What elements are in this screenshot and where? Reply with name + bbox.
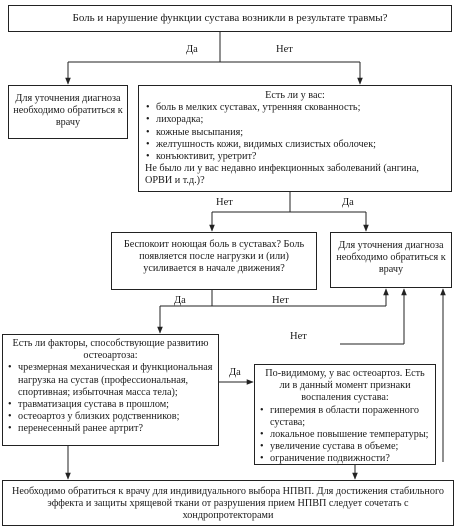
label-no-pain: Нет xyxy=(272,295,289,306)
osteoarthrosis-box: По-видимому, у вас остеоартоз. Есть ли в… xyxy=(254,364,436,466)
symptom-item: конъюктивит, уретрит? xyxy=(145,151,445,163)
trauma-question-box: Боль и нарушение функции сустава возникл… xyxy=(8,5,452,32)
risk-factor-item: травматизация сустава в прошлом; xyxy=(7,399,214,411)
label-yes-symptoms: Да xyxy=(342,197,354,208)
inflammation-sign-item: ограничение подвижности? xyxy=(259,453,431,465)
label-yes-risk: Да xyxy=(229,367,241,378)
risk-factor-item: остеоартоз у близких родственников; xyxy=(7,411,214,423)
risk-factors-title: Есть ли факторы, способствующие развитию… xyxy=(12,338,209,362)
pain-question-text: Беспокоит ноющая боль в суставах? Боль п… xyxy=(123,239,305,275)
inflammation-signs-list: гиперемия в области пораженного сустава;… xyxy=(259,405,431,466)
symptoms-footer: Не было ли у вас недавно инфекционных за… xyxy=(145,163,419,187)
label-no-trauma: Нет xyxy=(276,44,293,55)
osteoarthrosis-title: По-видимому, у вас остеоартоз. Есть ли в… xyxy=(265,368,425,404)
risk-factor-item: чрезмерная механическая и функциональная… xyxy=(7,362,214,399)
doctor-left-box: Для уточнения диагноза необходимо обрати… xyxy=(8,85,128,139)
inflammation-sign-item: локальное повышение температуры; xyxy=(259,429,431,441)
symptom-item: лихорадка; xyxy=(145,114,445,126)
risk-factors-list: чрезмерная механическая и функциональная… xyxy=(7,362,214,435)
risk-factors-box: Есть ли факторы, способствующие развитию… xyxy=(2,334,219,446)
label-yes-trauma: Да xyxy=(186,44,198,55)
risk-factor-item: перенесенный ранее артрит? xyxy=(7,423,214,435)
final-recommendation-box: Необходимо обратиться к врачу для индиви… xyxy=(2,480,454,526)
symptoms-box: Есть ли у вас: боль в мелких суставах, у… xyxy=(138,85,452,192)
trauma-question-text: Боль и нарушение функции сустава возникл… xyxy=(72,12,388,24)
symptoms-title: Есть ли у вас: xyxy=(265,90,325,101)
doctor-right-box: Для уточнения диагноза необходимо обрати… xyxy=(330,232,452,288)
doctor-right-text: Для уточнения диагноза необходимо обрати… xyxy=(336,240,446,276)
symptom-item: кожные высыпания; xyxy=(145,127,445,139)
symptom-item: желтушность кожи, видимых слизистых обол… xyxy=(145,139,445,151)
label-no-risk: Нет xyxy=(290,331,307,342)
inflammation-sign-item: гиперемия в области пораженного сустава; xyxy=(259,405,431,429)
label-no-symptoms: Нет xyxy=(216,197,233,208)
symptom-item: боль в мелких суставах, утренняя скованн… xyxy=(145,102,445,114)
final-recommendation-text: Необходимо обратиться к врачу для индиви… xyxy=(12,486,444,522)
pain-question-box: Беспокоит ноющая боль в суставах? Боль п… xyxy=(111,232,317,290)
doctor-left-text: Для уточнения диагноза необходимо обрати… xyxy=(13,93,123,129)
symptoms-list: боль в мелких суставах, утренняя скованн… xyxy=(145,102,445,163)
label-yes-pain: Да xyxy=(174,295,186,306)
inflammation-sign-item: увеличение сустава в объеме; xyxy=(259,441,431,453)
